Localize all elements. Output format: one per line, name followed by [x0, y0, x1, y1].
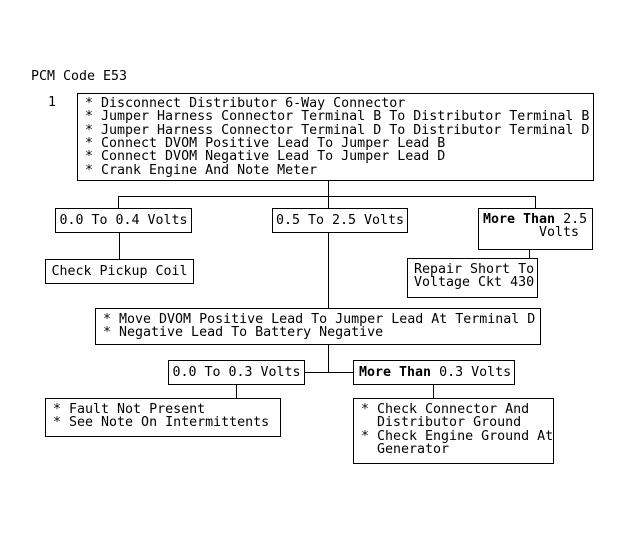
action-line: Distributor Ground [361, 415, 522, 431]
action-box-repair-short: Repair Short To Voltage Ckt 430 [407, 258, 538, 298]
connector-line [118, 196, 119, 209]
instruction-line: * Negative Lead To Battery Negative [103, 325, 384, 341]
instruction-line: * Jumper Harness Connector Terminal B To… [85, 109, 590, 125]
result-label-line2: Volts [538, 225, 579, 241]
connector-line [328, 233, 329, 308]
result-label-rest: 2.5 [555, 212, 588, 227]
result-label-bold: More Than [359, 365, 432, 380]
connector-line [118, 196, 536, 197]
result-box-0-0-to-0-4-volts: 0.0 To 0.4 Volts [55, 208, 192, 233]
result-label-rest: 0.3 Volts [431, 365, 512, 380]
action-line: * Check Engine Ground At [361, 428, 554, 444]
result-box-more-than-0-3-volts: More Than 0.3 Volts [353, 360, 515, 385]
result-box-more-than-2-5-volts: More Than 2.5 Volts [478, 208, 593, 250]
result-label-line1: More Than 2.5 [479, 213, 592, 226]
action-line: * See Note On Intermittents [53, 415, 270, 431]
connector-line [328, 181, 329, 196]
action-box-check-pickup-coil: Check Pickup Coil [45, 259, 194, 284]
connector-line [236, 385, 237, 398]
connector-line [305, 372, 353, 373]
action-box-fault-not-present: * Fault Not Present * See Note On Interm… [45, 398, 281, 437]
result-label-bold: More Than [483, 212, 556, 227]
action-line: * Check Connector And [361, 402, 530, 417]
instruction-line: * Connect DVOM Negative Lead To Jumper L… [85, 149, 446, 165]
instruction-line: * Connect DVOM Positive Lead To Jumper L… [85, 135, 446, 151]
connector-line [119, 233, 120, 259]
page-title: PCM Code E53 [31, 69, 128, 84]
instruction-line: * Crank Engine And Note Meter [85, 162, 318, 178]
result-box-0-0-to-0-3-volts: 0.0 To 0.3 Volts [168, 360, 305, 385]
action-line: Voltage Ckt 430 [414, 275, 535, 291]
result-label: 0.0 To 0.3 Volts [172, 365, 301, 380]
result-box-0-5-to-2-5-volts: 0.5 To 2.5 Volts [272, 208, 408, 233]
instruction-line: * Move DVOM Positive Lead To Jumper Lead… [103, 312, 536, 327]
connector-line [433, 385, 434, 398]
result-label: More Than 0.3 Volts [359, 365, 511, 380]
action-line: Generator [361, 441, 450, 457]
connector-line [328, 345, 329, 373]
connector-line [328, 196, 329, 209]
connector-line [529, 250, 530, 258]
step-2-instructions-box: * Move DVOM Positive Lead To Jumper Lead… [95, 308, 541, 345]
step-1-instructions-box: * Disconnect Distributor 6-Way Connector… [77, 93, 594, 181]
instruction-line: * Disconnect Distributor 6-Way Connector [85, 96, 406, 111]
connector-line [535, 196, 536, 209]
action-line: * Fault Not Present [53, 402, 206, 417]
result-label: 0.0 To 0.4 Volts [59, 213, 188, 228]
action-box-check-grounds: * Check Connector And Distributor Ground… [353, 398, 554, 464]
result-label: 0.5 To 2.5 Volts [275, 213, 405, 228]
action-line: Repair Short To [414, 262, 535, 277]
instruction-line: * Jumper Harness Connector Terminal D To… [85, 122, 590, 138]
step-number: 1 [47, 95, 56, 110]
action-label: Check Pickup Coil [51, 264, 188, 279]
